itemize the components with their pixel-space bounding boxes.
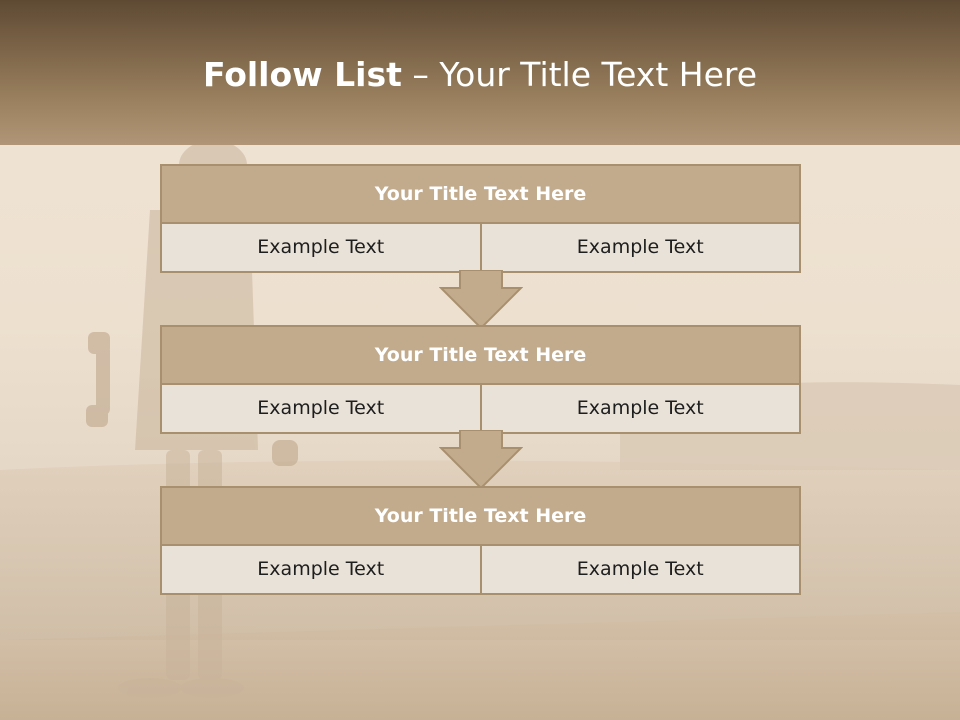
- step-card-2: Your Title Text Here Example Text Exampl…: [160, 325, 801, 434]
- header-band: [0, 0, 960, 145]
- step-card-cell-right: Example Text: [479, 546, 799, 593]
- step-card-3: Your Title Text Here Example Text Exampl…: [160, 486, 801, 595]
- step-card-1: Your Title Text Here Example Text Exampl…: [160, 164, 801, 273]
- step-card-title: Your Title Text Here: [162, 327, 799, 385]
- down-arrow-icon: [439, 430, 523, 490]
- down-arrow-icon: [439, 270, 523, 330]
- step-card-cell-right: Example Text: [479, 385, 799, 432]
- step-card-row: Example Text Example Text: [162, 546, 799, 593]
- step-card-title: Your Title Text Here: [162, 488, 799, 546]
- step-card-row: Example Text Example Text: [162, 385, 799, 432]
- slide-title-bold: Follow List: [202, 55, 402, 94]
- step-card-cell-right: Example Text: [479, 224, 799, 271]
- step-card-title: Your Title Text Here: [162, 166, 799, 224]
- step-card-cell-left: Example Text: [162, 385, 480, 432]
- step-card-cell-left: Example Text: [162, 224, 480, 271]
- slide-title-rest: – Your Title Text Here: [401, 55, 758, 94]
- slide-title: Follow List – Your Title Text Here: [0, 52, 960, 98]
- step-card-row: Example Text Example Text: [162, 224, 799, 271]
- step-card-cell-left: Example Text: [162, 546, 480, 593]
